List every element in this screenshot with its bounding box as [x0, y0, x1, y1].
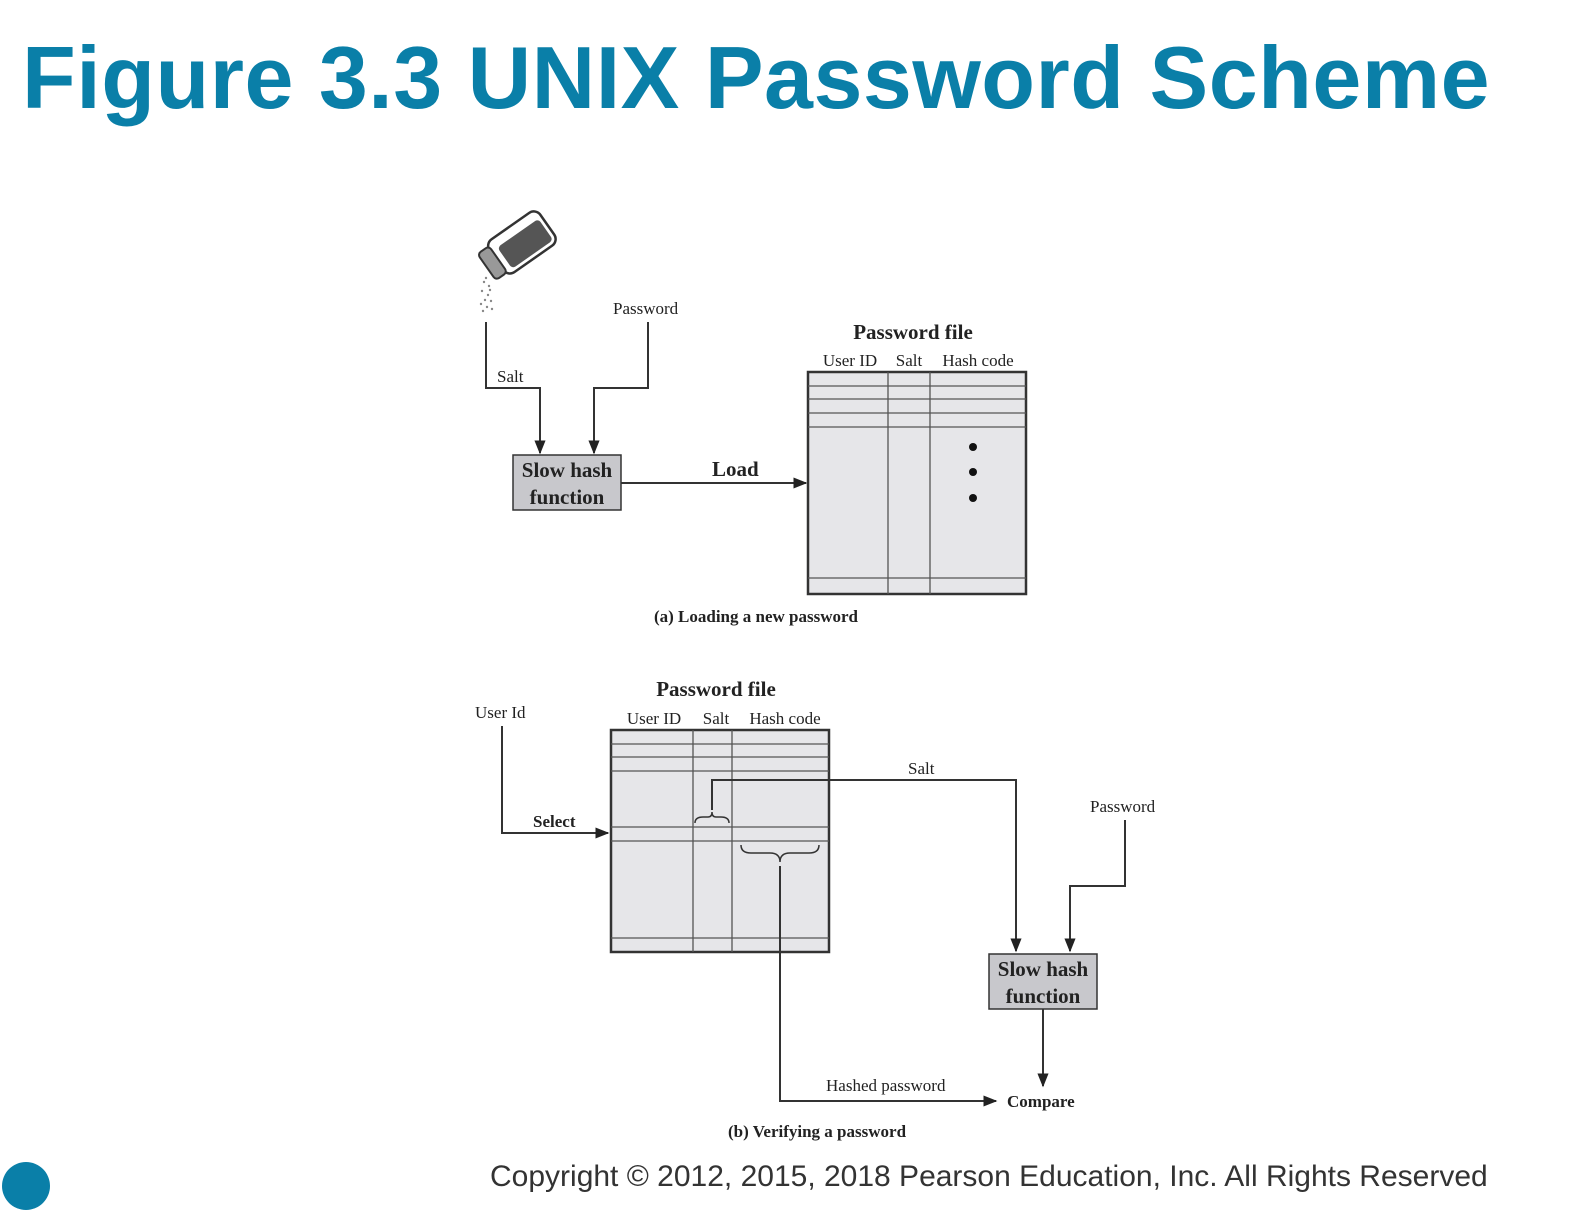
salt-label-b: Salt	[908, 759, 935, 778]
salt-flow-line-b	[711, 779, 1022, 953]
user-id-label: User Id	[475, 703, 526, 722]
column-header-salt-b: Salt	[703, 709, 730, 728]
password-file-table-b	[609, 728, 831, 954]
copyright-footer: Copyright © 2012, 2015, 2018 Pearson Edu…	[490, 1160, 1488, 1193]
salt-label: Salt	[497, 367, 524, 386]
slow-hash-box-b: Slow hash function	[988, 953, 1098, 1010]
column-header-user-id: User ID	[823, 351, 877, 370]
salt-shaker-icon	[478, 210, 557, 313]
svg-text:function: function	[530, 485, 605, 509]
password-label: Password	[613, 299, 679, 318]
slide-title: Figure 3.3 UNIX Password Scheme	[22, 28, 1491, 127]
load-label: Load	[712, 457, 759, 481]
column-header-hash-code-b: Hash code	[749, 709, 820, 728]
slow-hash-box: Slow hash function	[512, 454, 622, 511]
password-label-b: Password	[1090, 797, 1156, 816]
caption-b: (b) Verifying a password	[728, 1122, 907, 1141]
svg-text:Slow hash: Slow hash	[998, 957, 1089, 981]
password-flow-line-b	[1064, 820, 1126, 953]
compare-label: Compare	[1007, 1092, 1075, 1111]
unix-password-diagram: Salt Password Slow hash function Load Pa…	[475, 210, 1156, 1141]
salt-flow-line	[485, 322, 546, 455]
hashed-password-line	[779, 866, 998, 1107]
pearson-logo-icon	[2, 1162, 50, 1210]
svg-text:Slow hash: Slow hash	[522, 458, 613, 482]
caption-a: (a) Loading a new password	[654, 607, 859, 626]
select-label: Select	[533, 812, 576, 831]
column-header-salt: Salt	[896, 351, 923, 370]
column-header-hash-code: Hash code	[942, 351, 1013, 370]
password-flow-line	[588, 322, 649, 455]
select-flow-line	[501, 726, 610, 839]
hashed-password-label: Hashed password	[826, 1076, 946, 1095]
password-file-table	[806, 370, 1028, 596]
password-file-title-b: Password file	[656, 677, 776, 701]
column-header-user-id-b: User ID	[627, 709, 681, 728]
password-file-title: Password file	[853, 320, 973, 344]
svg-text:function: function	[1006, 984, 1081, 1008]
